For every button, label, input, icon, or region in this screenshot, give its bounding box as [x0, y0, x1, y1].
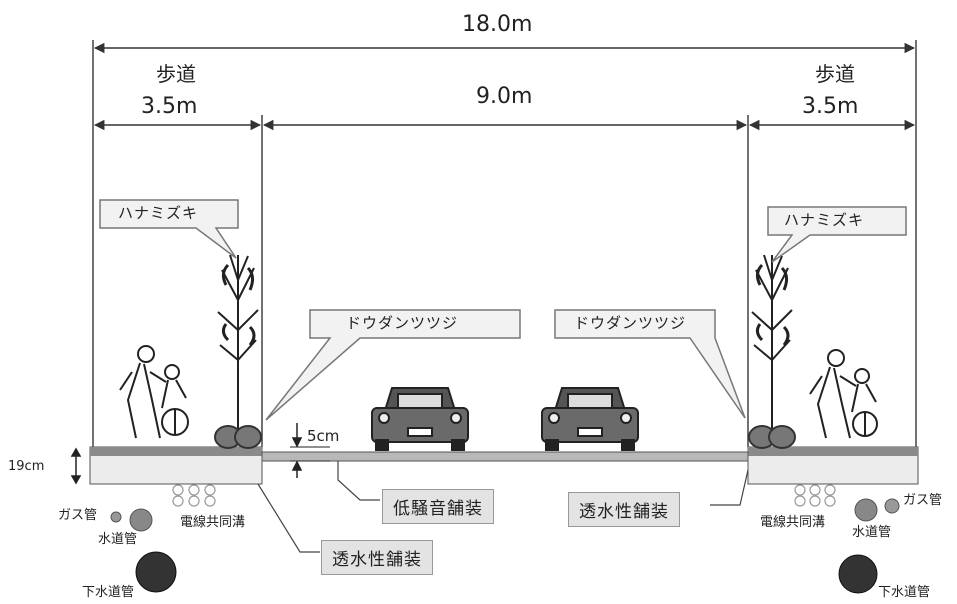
- right-sidewalk-label: 歩道: [815, 62, 855, 86]
- pedestrians-left: [119, 345, 189, 439]
- left-sidewalk-pavement-label: 透水性舗装: [321, 540, 433, 575]
- sewer-pipe-right: [838, 554, 878, 594]
- left-sidewalk-surface: [90, 447, 262, 456]
- thickness-marker: [70, 447, 82, 485]
- right-sidewalk-pavement-label: 透水性舗装: [568, 492, 680, 527]
- left-sidewalk-width: 3.5m: [141, 94, 198, 119]
- road-structure: [89, 446, 919, 485]
- extension-lines: [92, 40, 917, 447]
- car-right: [541, 387, 639, 451]
- sewer-pipe-right-label: 下水道管: [878, 585, 931, 600]
- curb-height-label: 5cm: [307, 427, 340, 445]
- tree-right: [748, 254, 796, 449]
- utilities-right: [794, 484, 900, 594]
- balloon-tree-left: [99, 199, 239, 259]
- shrub-left-callout: ドウダンツツジ: [346, 314, 459, 332]
- water-pipe-right-label: 水道管: [852, 525, 892, 540]
- right-sidewalk-width: 3.5m: [802, 94, 859, 119]
- balloon-tree-right: [767, 206, 907, 263]
- pavement-thickness-label: 19cm: [8, 459, 45, 474]
- left-sidewalk-label: 歩道: [156, 62, 196, 86]
- sewer-pipe-left: [135, 551, 177, 593]
- cable-duct-right-label: 電線共同溝: [760, 515, 826, 530]
- car-left: [371, 387, 469, 451]
- tree-right-callout: ハナミズキ: [784, 211, 865, 229]
- carriageway-width: 9.0m: [476, 84, 533, 109]
- shrub-right-callout: ドウダンツツジ: [574, 314, 687, 332]
- tree-left-callout: ハナミズキ: [118, 204, 199, 222]
- total-width-label: 18.0m: [462, 12, 533, 37]
- dimension-arrows: [93, 42, 916, 131]
- curb-height-marker: [290, 423, 330, 478]
- callout-balloons: [99, 199, 907, 421]
- sewer-pipe-left-label: 下水道管: [82, 585, 135, 600]
- tree-left: [214, 254, 262, 449]
- leader-lines: [257, 461, 749, 553]
- gas-pipe-right: [884, 498, 900, 514]
- balloon-shrub-left: [265, 309, 521, 421]
- utilities-left: [110, 484, 216, 593]
- gas-pipe-left-label: ガス管: [58, 508, 98, 523]
- cable-conduits-left: [172, 484, 216, 507]
- road-surface-label: 低騒音舗装: [382, 489, 494, 524]
- carriageway-surface: [261, 451, 749, 462]
- gas-pipe-right-label: ガス管: [903, 493, 943, 508]
- balloon-shrub-right: [554, 309, 746, 419]
- water-pipe-right: [854, 498, 878, 522]
- cable-conduits-right: [794, 484, 836, 507]
- cable-duct-left-label: 電線共同溝: [180, 515, 246, 530]
- right-sidewalk-surface: [748, 447, 918, 456]
- water-pipe-left-label: 水道管: [98, 532, 138, 547]
- pedestrians-right: [809, 349, 878, 439]
- water-pipe-left: [129, 508, 153, 532]
- gas-pipe-left: [110, 511, 122, 523]
